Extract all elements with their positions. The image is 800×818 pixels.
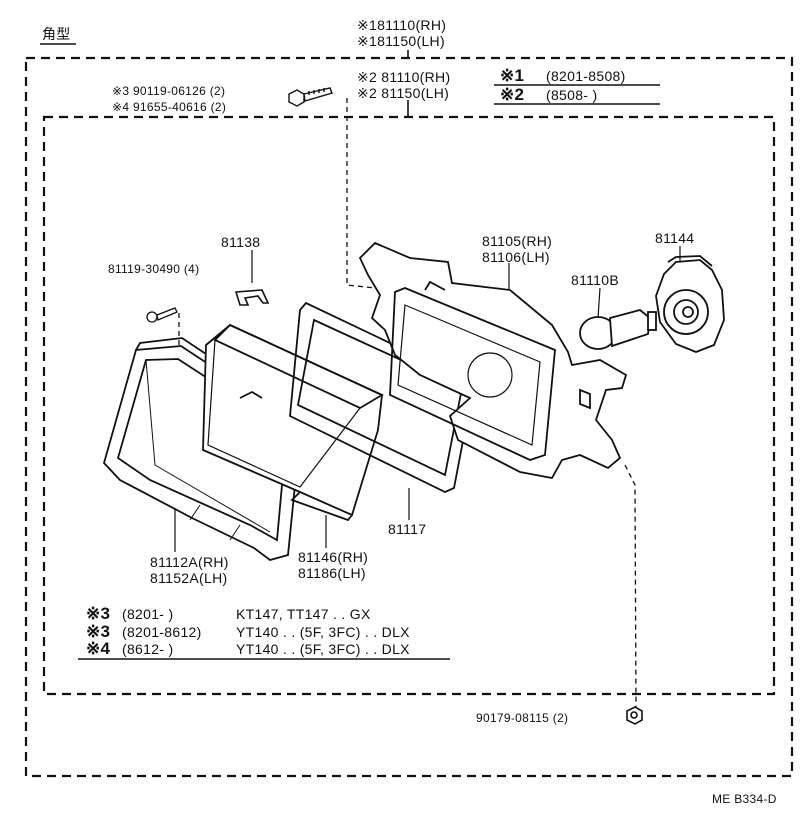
reference-code: ME B334-D bbox=[712, 792, 777, 806]
outer-assembly-frame bbox=[24, 56, 794, 778]
inner-assembly-label-rh: ※2 81110(RH) bbox=[357, 69, 451, 85]
part-81146-label: 81146(RH) bbox=[298, 549, 369, 565]
socket-cover-icon bbox=[655, 255, 725, 353]
section-label: 角型 bbox=[42, 26, 71, 42]
key-mark-1: ※1 bbox=[500, 66, 525, 85]
leader-lines bbox=[174, 246, 681, 552]
screw-top-label-1: ※3 90119-06126 (2) bbox=[112, 84, 226, 98]
note-3-mark: ※4 bbox=[86, 639, 111, 658]
part-81112a-label: 81112A(RH) bbox=[150, 554, 229, 570]
note-2-models: YT140 . . (5F, 3FC) . . DLX bbox=[236, 624, 410, 640]
part-81119-label: 81119-30490 (4) bbox=[108, 262, 200, 276]
screw-top-icon bbox=[288, 87, 333, 107]
part-81110b-label: 81110B bbox=[571, 272, 619, 288]
part-81152a-label: 81152A(LH) bbox=[150, 570, 228, 586]
part-81117-label: 81117 bbox=[388, 521, 427, 537]
note-1-models: KT147, TT147 . . GX bbox=[236, 606, 371, 622]
assembly-label-rh: ※181110(RH) bbox=[357, 17, 447, 33]
assembly-label-lh: ※181150(LH) bbox=[357, 33, 445, 49]
part-81106-label: 81106(LH) bbox=[482, 249, 550, 265]
part-81105-label: 81105(RH) bbox=[482, 233, 553, 249]
bulb-icon bbox=[579, 309, 657, 350]
sealed-beam-icon bbox=[202, 323, 384, 522]
part-81138-label: 81138 bbox=[221, 234, 261, 250]
small-screw-icon bbox=[146, 307, 178, 323]
clip-icon bbox=[234, 289, 270, 306]
housing-icon bbox=[358, 241, 628, 480]
screw-top-label-2: ※4 91655-40616 (2) bbox=[112, 100, 227, 114]
key-range-2: (8508- ) bbox=[546, 87, 598, 103]
note-2-mark: ※3 bbox=[86, 622, 111, 641]
note-3-models: YT140 . . (5F, 3FC) . . DLX bbox=[236, 641, 410, 657]
part-90179-label: 90179-08115 (2) bbox=[476, 711, 569, 725]
key-range-1: (8201-8508) bbox=[546, 68, 626, 84]
inner-assembly-label-lh: ※2 81150(LH) bbox=[357, 85, 450, 101]
part-81186-label: 81186(LH) bbox=[298, 565, 366, 581]
note-3-range: (8612- ) bbox=[122, 641, 174, 657]
screw-bottom-leader bbox=[624, 464, 637, 711]
key-mark-2: ※2 bbox=[500, 85, 525, 104]
inner-assembly-frame bbox=[42, 115, 776, 696]
nut-icon bbox=[626, 706, 643, 725]
part-81144-label: 81144 bbox=[655, 230, 695, 246]
note-1-range: (8201- ) bbox=[122, 606, 174, 622]
note-1-mark: ※3 bbox=[86, 604, 111, 623]
note-2-range: (8201-8612) bbox=[122, 624, 202, 640]
